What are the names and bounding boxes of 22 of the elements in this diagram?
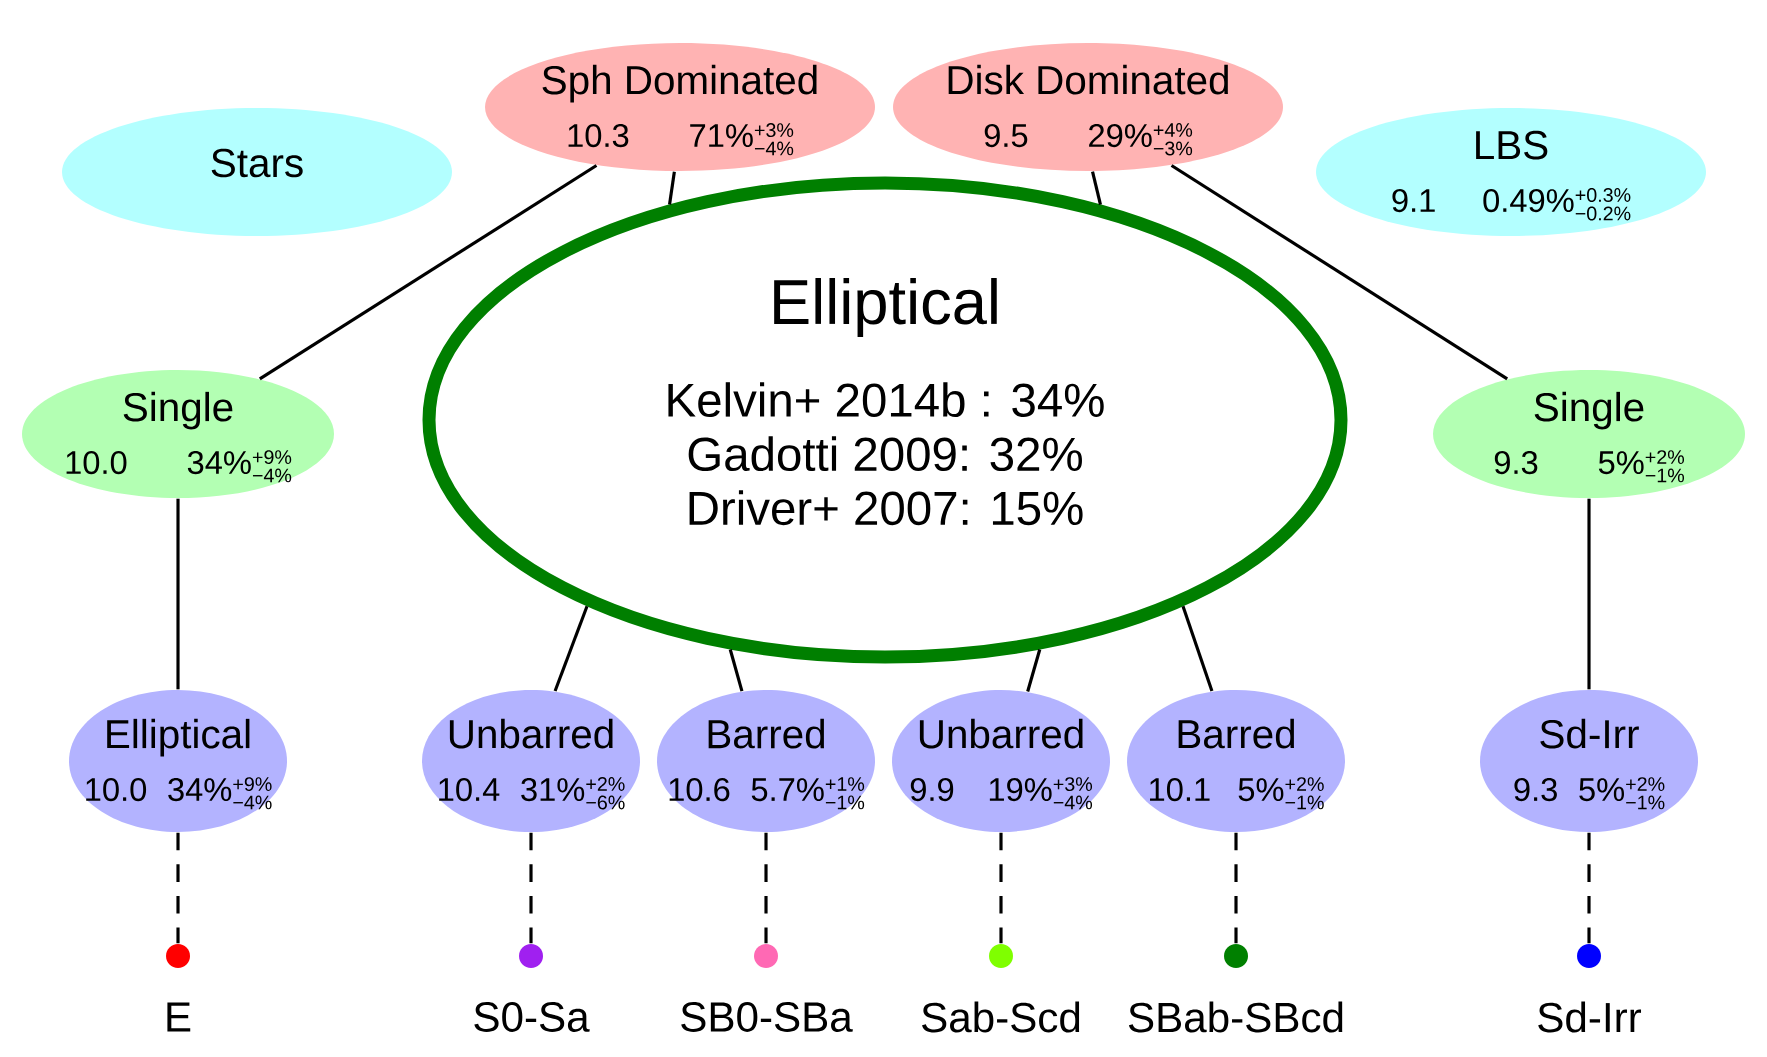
dashed-line — [764, 832, 768, 944]
connector-line — [176, 498, 180, 690]
connector-line — [668, 171, 676, 205]
connector-line — [1587, 498, 1591, 690]
connector-line — [553, 605, 589, 692]
type-label: SBab-SBcd — [1128, 1001, 1343, 1033]
dashed-line — [1234, 832, 1238, 944]
type-label: SB0-SBa — [681, 1002, 853, 1032]
connector-line — [1181, 605, 1214, 692]
connector-line — [258, 164, 598, 381]
dashed-line — [529, 832, 533, 944]
type-label: Sab-Scd — [922, 1001, 1080, 1033]
dashed-line — [1587, 832, 1591, 944]
dashed-line — [176, 832, 180, 944]
type-label: E — [167, 1002, 191, 1032]
connector-line — [1091, 171, 1102, 205]
connector-line — [1026, 649, 1042, 692]
dashed-line — [999, 832, 1003, 944]
connector-line — [728, 649, 744, 692]
connector-line — [1170, 164, 1509, 381]
type-label: S0-Sa — [474, 1002, 590, 1032]
type-label: Sd-Irr — [1538, 1001, 1641, 1033]
